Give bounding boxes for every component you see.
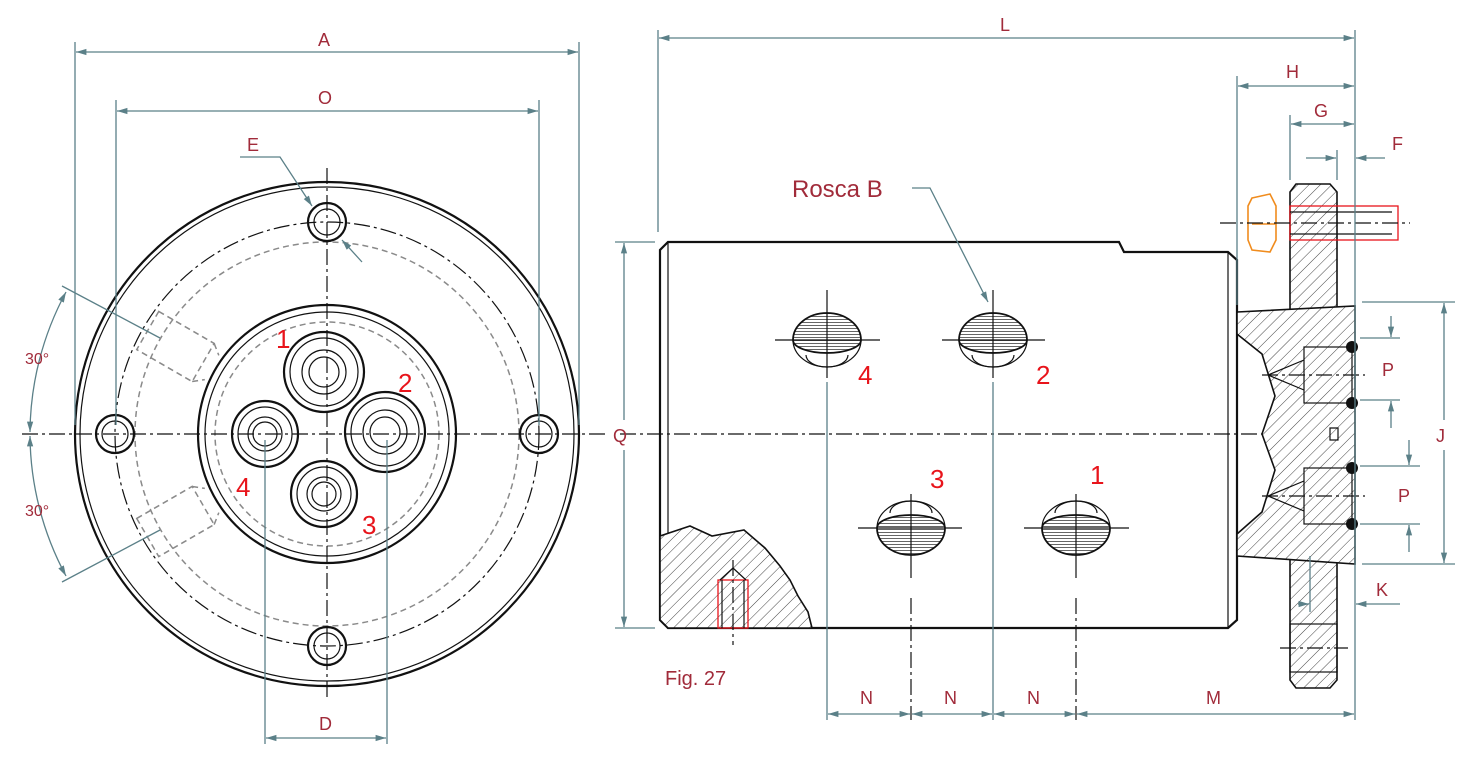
end-section <box>1236 305 1356 565</box>
flange-section-upper <box>1289 183 1338 313</box>
thread-port-4 <box>775 290 880 378</box>
angle-lower: 30° <box>25 503 49 520</box>
port-2-label-side: 2 <box>1036 360 1050 390</box>
side-view: 4 2 3 1 Rosca B <box>613 15 1455 720</box>
port-4-label-side: 4 <box>858 360 872 390</box>
mounting-hole-bottom <box>306 625 348 667</box>
port-2-label-front: 2 <box>398 368 412 398</box>
port-1-front <box>282 330 366 414</box>
dimension-O: O <box>318 88 332 108</box>
dimension-M: M <box>1206 688 1221 708</box>
dimension-Q: Q <box>613 426 627 446</box>
thread-port-3 <box>858 494 962 578</box>
port-3-front <box>289 459 359 529</box>
port-1-label-front: 1 <box>276 324 290 354</box>
dimension-G: G <box>1314 101 1328 121</box>
dimension-K: K <box>1376 580 1388 600</box>
dimension-L: L <box>1000 15 1010 35</box>
dimension-P-lower: P <box>1398 486 1410 506</box>
dimension-D: D <box>319 714 332 734</box>
dimension-F: F <box>1392 134 1403 154</box>
dimension-P-upper: P <box>1382 360 1394 380</box>
hidden-bore-lower <box>135 310 220 383</box>
thread-port-1 <box>1024 494 1129 578</box>
dimension-N-1: N <box>860 688 873 708</box>
thread-port-2 <box>942 290 1045 378</box>
port-4-label-front: 4 <box>236 472 250 502</box>
dimension-N-3: N <box>1027 688 1040 708</box>
port-3-label-front: 3 <box>362 510 376 540</box>
dimension-A: A <box>318 30 330 50</box>
dimension-H: H <box>1286 62 1299 82</box>
thread-label: Rosca B <box>792 176 883 203</box>
mounting-hole-left <box>94 413 136 455</box>
mounting-hole-top <box>306 201 348 243</box>
angle-upper: 30° <box>25 351 49 368</box>
body-outline <box>658 240 1239 630</box>
front-view: 1 2 3 4 A O E D 30° 30° <box>22 30 605 744</box>
port-1-label-side: 1 <box>1090 460 1104 490</box>
hidden-bore-upper <box>135 485 220 558</box>
flange-section-lower <box>1289 555 1338 689</box>
figure-caption: Fig. 27 <box>665 668 726 690</box>
dimension-N-2: N <box>944 688 957 708</box>
dimension-E: E <box>247 135 259 155</box>
bolt <box>1220 193 1410 253</box>
port-3-label-side: 3 <box>930 464 944 494</box>
port-2-front <box>343 390 427 474</box>
cutaway-section <box>659 525 814 629</box>
dimension-J: J <box>1436 426 1445 446</box>
